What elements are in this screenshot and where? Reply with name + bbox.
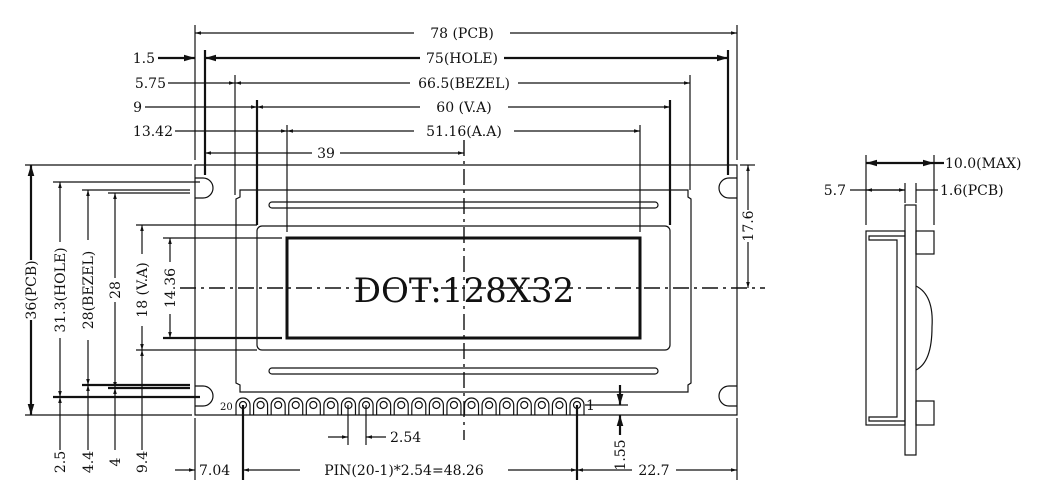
dim-offset-bezel: 5.75 [135,76,166,92]
top-slot [268,201,659,209]
pin-pad [534,397,550,415]
dim-pcb-height: 36(PCB) [24,260,40,319]
pin-pad [340,397,357,415]
pin-hole [520,400,529,410]
dim-max-thickness: 10.0(MAX) [945,156,1022,172]
pin-pad [252,397,269,415]
pin-hole [485,400,494,410]
pin-hole [326,400,335,410]
dim-offset-inner-y: 4 [108,457,124,466]
dim-bezel-height: 28(BEZEL) [81,251,97,330]
hole-top-left [195,177,214,199]
pin-pad [270,397,286,415]
pin-hole [379,400,388,410]
dim-offset-aa: 13.42 [133,124,173,140]
dim-pcb-thickness: 1.6(PCB) [940,183,1004,199]
pin-pad [516,397,532,415]
pin-pad [446,397,462,415]
dim-bezel-width: 66.5(BEZEL) [418,76,510,92]
dim-inner-height: 28 [108,281,124,299]
pin-hole [397,400,406,410]
pin-pad [358,397,374,415]
dim-pcb-width: 78 (PCB) [430,26,494,42]
side-connector-top [915,230,935,255]
bottom-slot [268,367,659,375]
dim-right-offset: 22.7 [638,463,669,479]
pin-row [235,397,585,415]
pin-hole [502,400,511,410]
pin-pad [551,397,568,415]
pin-20-label: 20 [220,402,233,413]
pin-pad [499,397,515,415]
pin-pad [463,397,480,415]
pin-pad [428,397,444,415]
dim-va-width: 60 (V.A) [436,100,491,116]
pin-hole [555,400,564,410]
dim-bezel-depth: 5.7 [824,183,846,199]
side-pcb [904,204,917,456]
pin-hole [414,400,423,410]
pin-pad [288,397,304,415]
hole-top-right [718,177,737,199]
pin-pad [393,397,409,415]
right-dimension: 17.6 [739,164,757,288]
dim-pin-row: 1.55 [613,439,629,470]
pin-hole [449,400,459,410]
hole-bottom-right [718,385,737,407]
dim-center: 39 [317,146,335,162]
side-cob-bulge [915,285,933,371]
side-bezel [865,230,906,426]
left-dimensions: 36(PCB) 31.3(HOLE) 28(BEZEL) 28 18 (V.A)… [22,164,282,473]
pin-pad [569,397,585,415]
pin-hole [256,400,265,410]
dim-center-height: 17.6 [741,210,757,241]
dim-offset-va: 9 [133,100,142,116]
dim-offset-va-y: 9.4 [135,451,151,473]
top-dimensions: 78 (PCB) 75(HOLE) 66.5(BEZEL) 60 (V.A) 5… [133,25,738,232]
pin-pad [305,397,321,415]
dim-offset-hole: 1.5 [133,51,155,67]
bottom-dimensions: 2.54 7.04 PIN(20-1)*2.54=48.26 22.7 1.55 [175,385,738,480]
dim-pin-span: PIN(20-1)*2.54=48.26 [324,463,484,479]
pin-hole [432,400,441,410]
dim-pin-pitch: 2.54 [390,430,421,446]
side-connector-bottom [915,400,935,426]
hole-bottom-left [195,385,214,407]
pin-hole [537,400,546,410]
pin-1-label: 1 [586,398,595,414]
dim-hole-width: 75(HOLE) [426,51,498,67]
pin-pad [411,397,427,415]
pin-hole [309,400,318,410]
pin-hole [467,400,476,410]
dim-offset-hole-y: 2.5 [53,451,69,473]
pin-pad [323,397,339,415]
pcb-outline [194,164,738,416]
pin-pad [235,397,251,415]
pin-pad [481,397,497,415]
dim-hole-height: 31.3(HOLE) [53,247,69,332]
dim-va-height: 18 (V.A) [135,262,151,317]
side-view: 10.0(MAX) 5.7 1.6(PCB) [824,155,1022,456]
pin-hole [274,400,283,410]
dim-aa-height: 14.36 [163,268,179,308]
pin-pad [376,397,392,415]
dim-aa-width: 51.16(A.A) [426,124,502,140]
pin-hole [291,400,300,410]
dim-offset-bezel-y: 4.4 [81,451,97,473]
dim-pin-offset: 7.04 [199,463,230,479]
